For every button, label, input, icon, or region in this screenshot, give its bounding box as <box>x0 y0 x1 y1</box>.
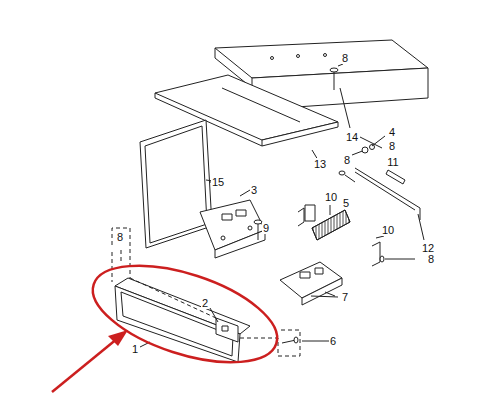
rail <box>355 168 424 240</box>
side-panel <box>140 120 213 248</box>
callout-number: 4 <box>388 126 396 138</box>
callout-number: 8 <box>388 140 396 152</box>
touch-module <box>216 318 238 342</box>
callout-number: 6 <box>329 335 337 347</box>
callout-number: 8 <box>341 52 349 64</box>
screw <box>282 337 298 343</box>
callout-number: 9 <box>262 222 270 234</box>
highlight-ellipse <box>81 246 288 381</box>
callout-number: 15 <box>211 176 225 188</box>
red-arrow <box>52 330 128 392</box>
callout-number: 7 <box>341 291 349 303</box>
control-bracket <box>200 190 265 258</box>
dashed-guide <box>112 228 300 356</box>
callout-number: 10 <box>381 224 395 236</box>
callout-number: 13 <box>313 158 327 170</box>
callout-number: 11 <box>386 156 399 168</box>
screw <box>254 220 262 240</box>
callout-number: 1 <box>131 343 139 355</box>
tangential-fan <box>305 205 350 240</box>
relay-board <box>280 262 342 305</box>
callout-number: 8 <box>343 154 351 166</box>
callout-number: 8 <box>427 253 435 265</box>
leader-line <box>140 136 385 347</box>
callout-number: 2 <box>201 297 209 309</box>
callout-number: 10 <box>324 191 338 203</box>
screw <box>330 64 343 90</box>
callout-number: 14 <box>345 131 359 143</box>
callout-number: 3 <box>250 184 258 196</box>
callout-number: 5 <box>342 197 350 209</box>
callout-number: 8 <box>116 231 124 243</box>
bracket <box>298 208 384 266</box>
screw <box>339 145 415 263</box>
